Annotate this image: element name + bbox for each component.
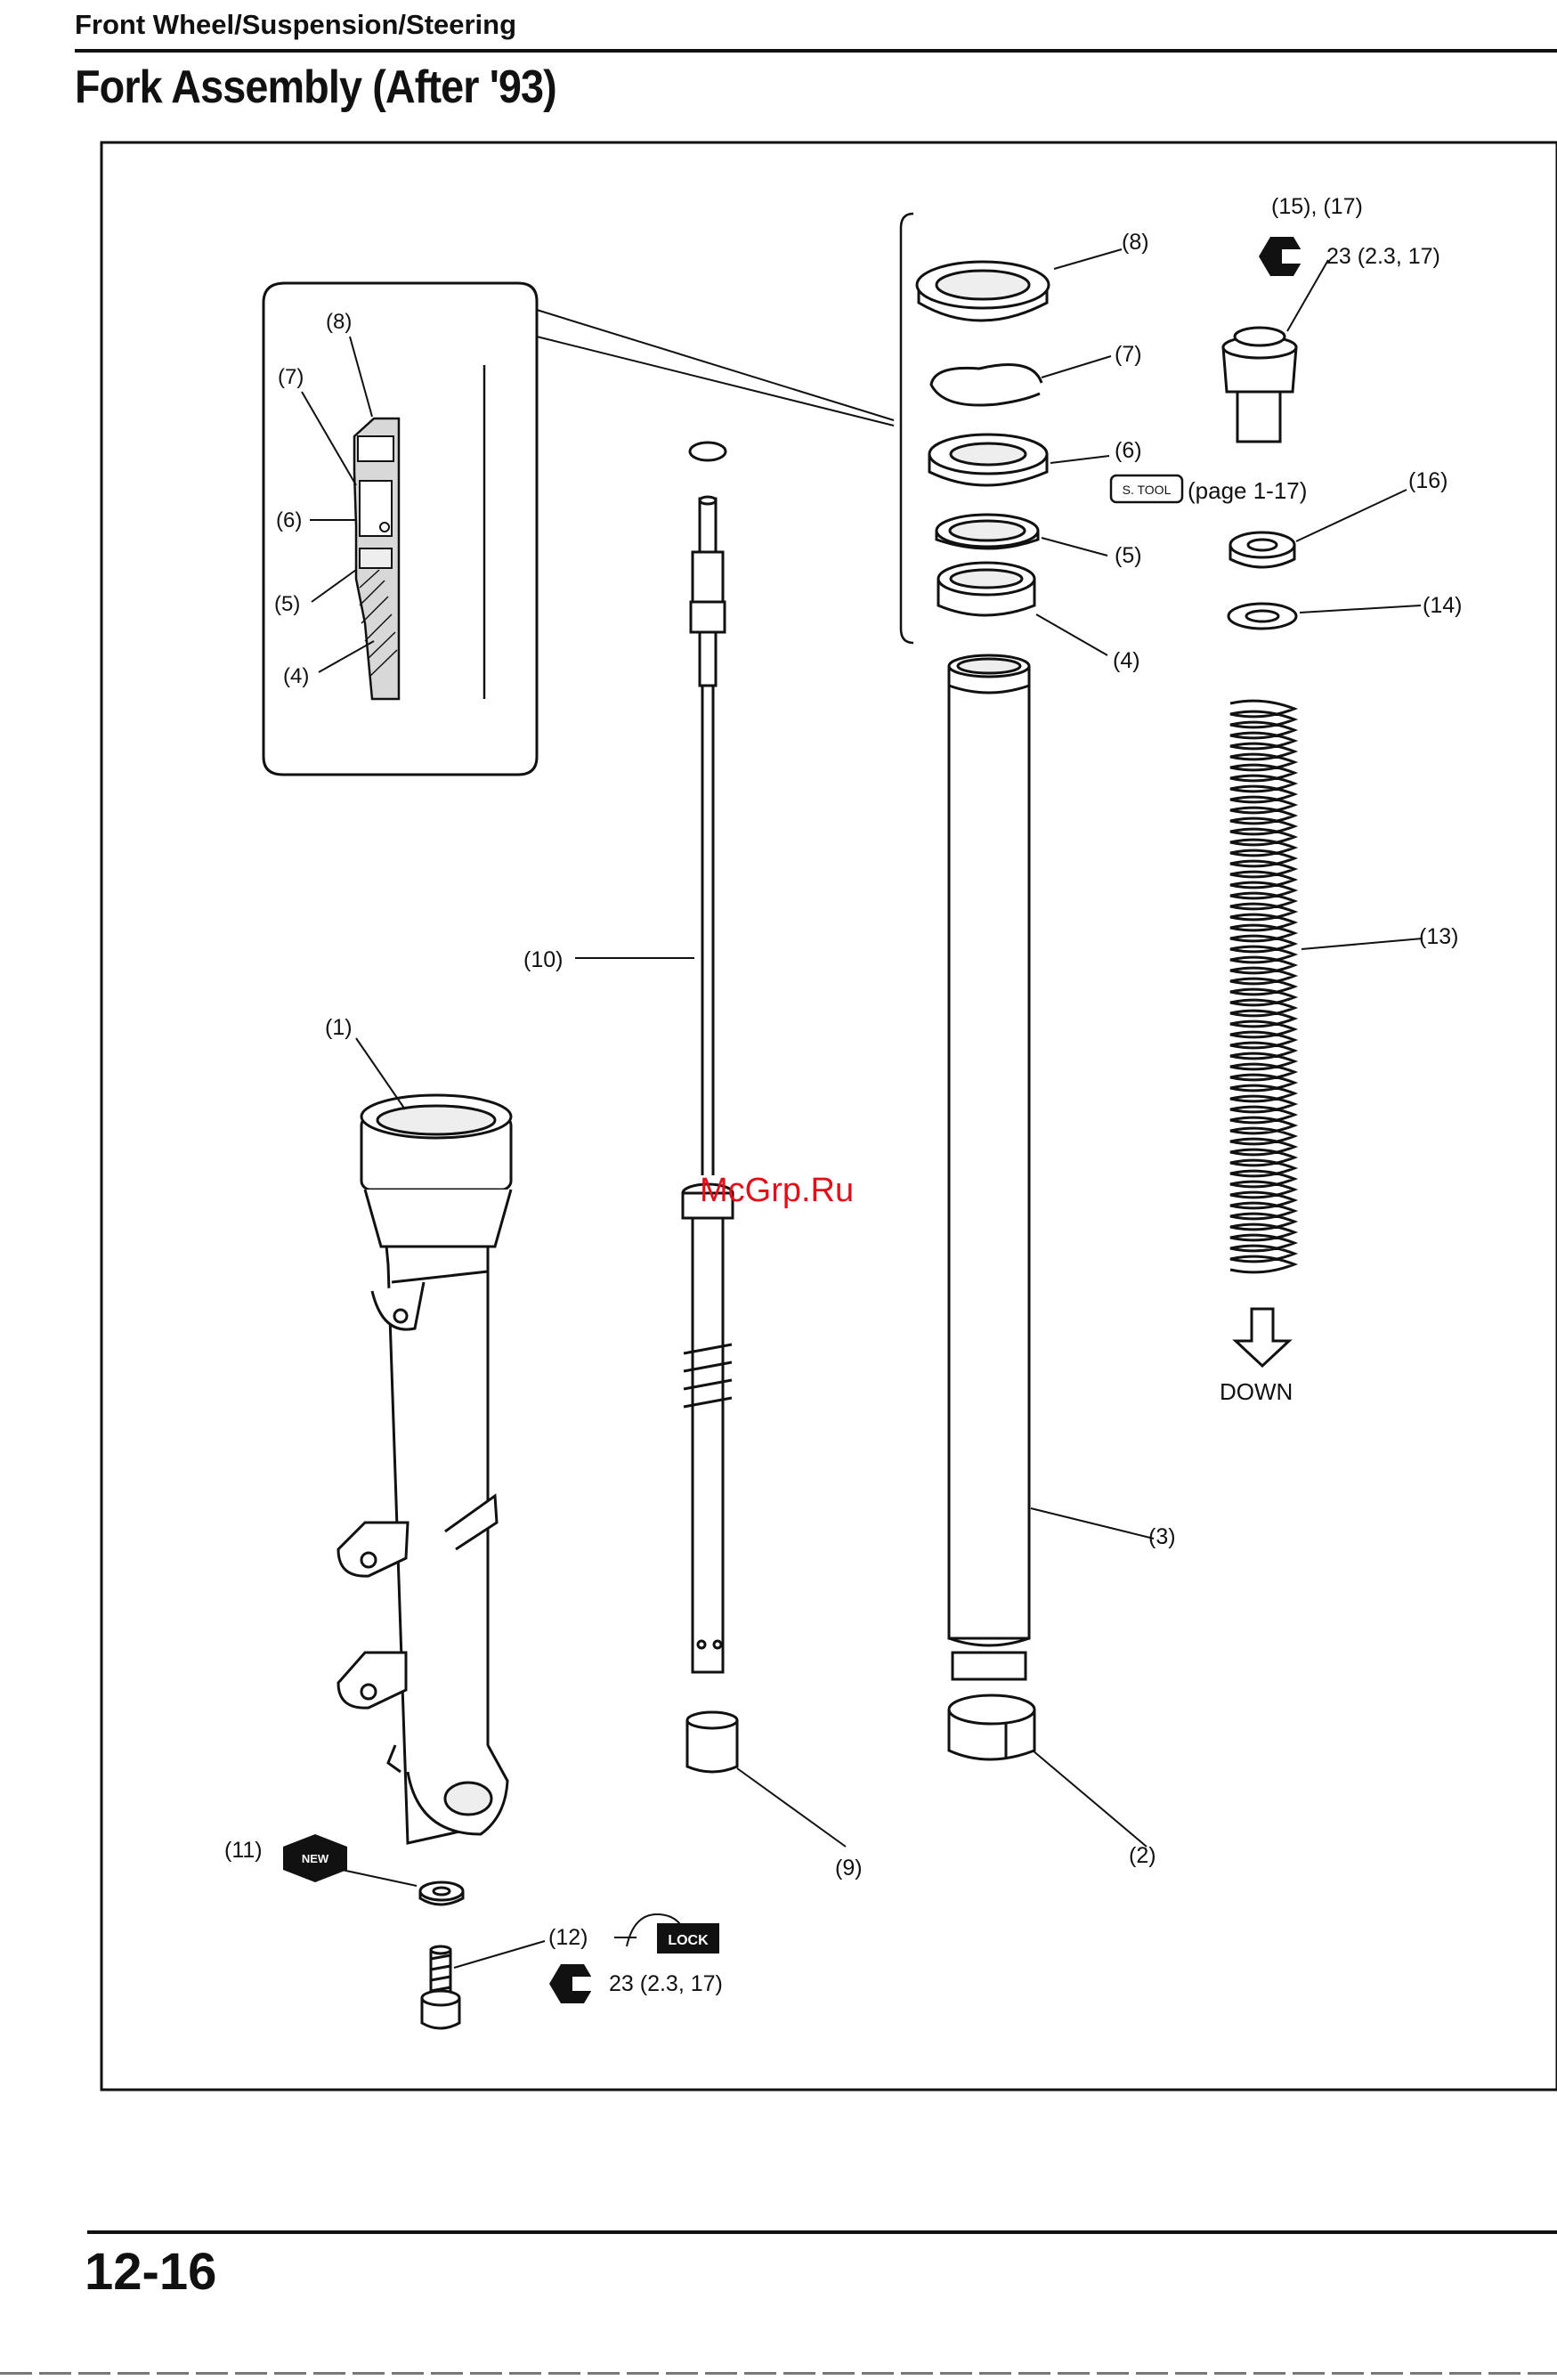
new-part-icon: NEW [283,1834,347,1882]
callout-3: (3) [1148,1524,1176,1549]
callout-4: (4) [1113,648,1140,673]
torque-wrench-icon-top [1259,237,1307,276]
svg-text:NEW: NEW [302,1852,329,1865]
special-tool-reference: (page 1-17) [1188,477,1307,504]
detail-callout-7: (7) [278,365,304,389]
damper-rod-part-10 [683,443,733,1672]
callout-5: (5) [1115,543,1142,568]
zoom-line-top [537,310,894,420]
callout-11: (11) [224,1838,263,1863]
diagram-frame [101,142,1557,2090]
detail-callout-8: (8) [326,310,352,334]
sealing-washer-part-11 [420,1882,463,1905]
stop-ring-part-7 [931,365,1042,406]
down-label: DOWN [1220,1378,1293,1405]
torque-value-bottom: 23 (2.3, 17) [609,1971,723,1996]
torque-value-top: 23 (2.3, 17) [1326,244,1440,269]
spring-seat-part-16 [1230,532,1294,567]
fork-slider-part-1 [338,1095,511,1843]
callout-12: (12) [548,1925,588,1950]
special-tool-label: S. TOOL [1123,483,1172,497]
callout-8: (8) [1122,230,1149,255]
socket-bolt-part-12 [422,1946,459,2028]
oil-lock-piece-part-9 [687,1712,737,1772]
callout-6: (6) [1115,438,1142,463]
guide-bushing-part-2 [949,1695,1034,1759]
callout-16: (16) [1408,468,1448,493]
lock-icon: LOCK [657,1923,719,1954]
washer-part-14 [1229,604,1296,629]
detail-callout-5: (5) [274,592,300,616]
seal-group-bracket [901,214,913,643]
callout-2: (2) [1129,1843,1156,1868]
callout-1: (1) [325,1015,353,1040]
page-number: 12-16 [85,2242,216,2302]
detail-inset: (8) (7) (6) (5) (4) [264,283,537,775]
callout-10: (10) [523,947,563,972]
watermark: McGrp.Ru [700,1172,854,1210]
callout-13: (13) [1419,924,1458,949]
bottom-edge-marks [0,2372,1557,2375]
torque-wrench-icon-bottom [549,1964,597,2003]
callout-7: (7) [1115,342,1142,367]
fork-bolt-part-15 [1223,328,1296,442]
callout-14: (14) [1423,593,1462,618]
backup-ring-part-5 [937,515,1038,548]
callout-9: (9) [835,1856,863,1880]
oil-seal-part-6 [929,435,1047,485]
fork-tube-part-3 [949,655,1029,1679]
svg-text:LOCK: LOCK [668,1933,709,1948]
footer-rule [87,2230,1557,2234]
zoom-line-bottom [537,337,894,426]
slider-bushing-part-4 [938,563,1034,615]
down-arrow-icon [1236,1309,1289,1366]
fork-spring-part-13 [1230,701,1294,1272]
dust-seal-part-8 [917,262,1049,321]
detail-callout-4: (4) [283,664,309,688]
callout-15-17: (15), (17) [1271,194,1363,219]
detail-callout-6: (6) [276,508,302,532]
